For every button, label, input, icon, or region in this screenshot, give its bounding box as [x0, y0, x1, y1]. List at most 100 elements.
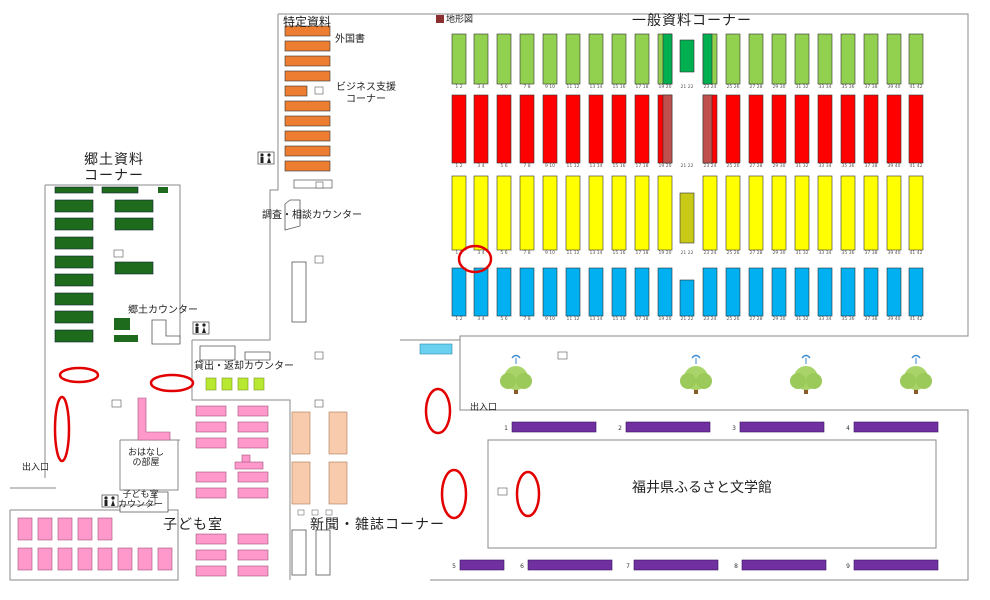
shelf-yellow: [840, 175, 856, 251]
shelf-number: 33 34: [819, 250, 832, 256]
shelf-local: [54, 273, 94, 287]
shelf-children: [237, 405, 269, 417]
shelf-number: 15 16: [613, 316, 626, 322]
shelf-number: 39 40: [888, 316, 901, 322]
shelf-number: 19 20: [659, 84, 672, 90]
shelf-green: [748, 33, 764, 85]
shelf-blue: [473, 267, 489, 317]
foreign-books-label: 外国書: [335, 34, 365, 45]
highlight-circle: [440, 468, 468, 520]
shelf-blue: [634, 267, 650, 317]
shelf-number: 31 32: [796, 316, 809, 322]
shelf-number: 35 36: [842, 163, 855, 169]
shelf-number: 1 2: [455, 163, 462, 169]
shelf-children: [57, 547, 73, 571]
shelf-orange: [284, 55, 331, 67]
lending-counter-label: 貸出・返却カウンター: [194, 361, 294, 372]
shelf-number: 11 12: [567, 163, 580, 169]
shelf-number: 3 4: [477, 250, 484, 256]
newspaper-corner-label: 新聞・雑誌コーナー: [310, 517, 445, 533]
shelf-yellow: [725, 175, 741, 251]
shelf-children: [57, 517, 73, 541]
bookcase-number: 2: [618, 425, 622, 432]
display-table: [679, 192, 695, 244]
shelf-green: [542, 33, 558, 85]
shelf-green: [886, 33, 902, 85]
shelf-number: 25 26: [727, 316, 740, 322]
shelf-yellow: [634, 175, 650, 251]
shelf-local: [114, 261, 154, 275]
shelf-red: [451, 94, 467, 164]
shelf-local: [54, 186, 94, 194]
shelf-number: 13 14: [590, 316, 603, 322]
shelf-number: 35 36: [842, 250, 855, 256]
display-block: [237, 377, 249, 391]
shelf-number: 25 26: [727, 250, 740, 256]
shelf-number: 41 42: [910, 163, 923, 169]
shelf-red: [886, 94, 902, 164]
shelf-number: 33 34: [819, 316, 832, 322]
children-counter-label: 子ども室 カウンター: [118, 490, 164, 511]
shelf-number: 5 6: [500, 84, 507, 90]
restroom-icon: [101, 494, 119, 508]
entrance-left-label: 出入口: [22, 463, 50, 473]
shelf-number: 37 38: [865, 316, 878, 322]
shelf-yellow: [496, 175, 512, 251]
shelf-number: 13 14: [590, 250, 603, 256]
shelf-number: 39 40: [888, 163, 901, 169]
shelf-red: [496, 94, 512, 164]
shelf-red-accent: [702, 94, 713, 164]
bookcase-number: 4: [846, 425, 850, 432]
bookcase-number: 1: [504, 425, 508, 432]
shelf-blue: [542, 267, 558, 317]
pc-terminal: [314, 399, 324, 408]
seat: [325, 509, 333, 516]
shelf-children: [195, 405, 227, 417]
shelf-number: 7 8: [523, 84, 530, 90]
shelf-number: 27 28: [750, 163, 763, 169]
seat: [311, 509, 319, 516]
bookcase: [459, 559, 505, 571]
shelf-local: [54, 310, 94, 324]
sprinkler-icon: [911, 354, 921, 364]
shelf-number: 17 18: [636, 84, 649, 90]
shelf-number: 7 8: [523, 250, 530, 256]
highlight-circle: [58, 366, 100, 384]
shelf-number: 23 24: [704, 163, 717, 169]
shelf-number: 1 2: [455, 84, 462, 90]
shelf-number: 1 2: [455, 316, 462, 322]
pc-terminal: [111, 399, 122, 408]
pc-terminal: [314, 351, 324, 360]
shelf-children: [237, 487, 269, 499]
shelf-number: 39 40: [888, 250, 901, 256]
shelf-local: [114, 335, 138, 342]
shelf-children: [195, 487, 227, 499]
shelf-number: 19 20: [659, 316, 672, 322]
shelf-green-accent: [702, 33, 713, 85]
shelf-number: 3 4: [477, 163, 484, 169]
magazine-rack: [328, 411, 348, 455]
shelf-number: 29 30: [773, 84, 786, 90]
shelf-green: [588, 33, 604, 85]
shelf-number: 41 42: [910, 250, 923, 256]
shelf-number: 39 40: [888, 84, 901, 90]
children-counter: [119, 491, 169, 513]
shelf-number: 9 10: [545, 84, 555, 90]
shelf-local: [114, 199, 154, 213]
shelf-children: [137, 547, 153, 571]
shelf-number: 5 6: [500, 316, 507, 322]
shelf-number: 27 28: [750, 84, 763, 90]
bookcase: [741, 559, 827, 571]
shelf-yellow: [565, 175, 581, 251]
bookcase-number: 6: [520, 563, 524, 570]
shelf-number: 31 32: [796, 250, 809, 256]
shelf-number: 17 18: [636, 250, 649, 256]
shelf-number: 29 30: [773, 163, 786, 169]
shelf-number: 11 12: [567, 84, 580, 90]
shelf-orange: [284, 115, 331, 127]
shelf-number: 21 22: [681, 84, 694, 90]
shelf-number: 23 24: [704, 316, 717, 322]
shelf-blue: [840, 267, 856, 317]
local-materials-label: 郷土資料 コーナー: [84, 152, 144, 185]
shelf-blue: [702, 267, 718, 317]
